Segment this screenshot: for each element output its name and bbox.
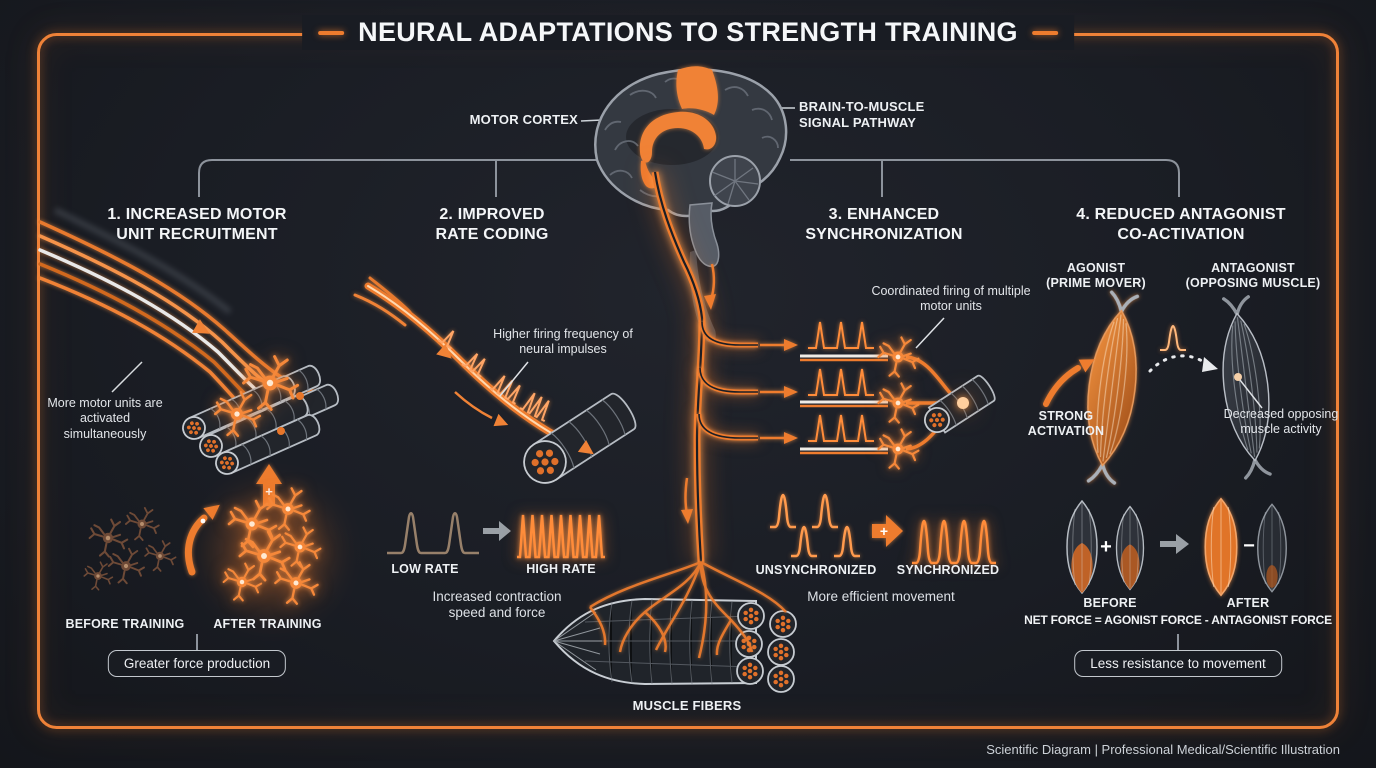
high-rate-label: HIGH RATE — [526, 562, 596, 576]
section2-caption: Increased contraction speed and force — [432, 589, 562, 621]
strong-activation-arrow — [1043, 352, 1099, 407]
page-title: NEURAL ADAPTATIONS TO STRENGTH TRAINING — [358, 17, 1018, 47]
nerve-branches — [589, 560, 787, 659]
nerve-arrow-icon — [493, 413, 511, 432]
row-arrows — [760, 339, 798, 444]
section4-callout: Less resistance to movement — [1074, 650, 1282, 677]
agonist-muscle — [1078, 290, 1146, 486]
section3-illustration: + — [760, 317, 999, 565]
convergence-point — [957, 397, 969, 409]
agonist-label: AGONIST(PRIME MOVER) — [1046, 261, 1146, 291]
before-label: BEFORE — [1083, 596, 1137, 610]
cerebellum-icon — [709, 155, 761, 207]
section1-callout: Greater force production — [107, 650, 287, 677]
section1-illustration: + — [38, 207, 342, 650]
before-training-neurons — [83, 506, 177, 591]
net-force-formula: NET FORCE = AGONIST FORCE - ANTAGONIST F… — [1024, 613, 1332, 627]
section2-illustration — [353, 276, 642, 559]
title-dash-left-icon — [318, 30, 345, 35]
brainstem-icon — [688, 202, 720, 268]
high-rate-spikes — [517, 514, 605, 559]
after-label: AFTER — [1226, 596, 1270, 610]
svg-text:−: − — [1243, 535, 1255, 557]
transition-arrow-icon — [483, 521, 511, 541]
signal-arc — [1148, 354, 1210, 373]
title-dash-right-icon — [1031, 30, 1058, 35]
downward-arrow — [681, 263, 716, 524]
pointer-dot — [1234, 373, 1242, 381]
after-muscle-pair: − — [1204, 497, 1287, 597]
section-bracket-lines — [198, 159, 1180, 197]
section2-annotation: Higher firing frequency of neural impuls… — [493, 327, 633, 357]
section4-illustration: + − — [1043, 290, 1287, 650]
annotation-pointer — [499, 361, 529, 397]
spinal-pathway — [651, 171, 758, 563]
improvement-arrow-icon — [185, 498, 225, 576]
section1-annotation: More motor units are activated simultane… — [47, 396, 163, 441]
motor-cortex-label: MOTOR CORTEX — [469, 112, 578, 127]
annotation-pointer — [915, 317, 945, 349]
before-muscle-pair: + — [1066, 500, 1145, 594]
row-spike-trains — [808, 321, 874, 442]
synchronized-spikes — [912, 519, 996, 565]
diagram-title-bar: NEURAL ADAPTATIONS TO STRENGTH TRAINING — [302, 15, 1074, 50]
row-axons — [800, 354, 888, 455]
svg-text:+: + — [1100, 536, 1112, 558]
plus-arrow-icon: + — [872, 515, 903, 547]
svg-text:+: + — [265, 484, 273, 499]
transition-arrow-icon — [1160, 534, 1189, 554]
pathway-label: BRAIN-TO-MUSCLE SIGNAL PATHWAY — [799, 99, 925, 130]
low-rate-label: LOW RATE — [391, 562, 459, 576]
signal-arc-arrowhead — [1202, 357, 1218, 372]
impulse-bursts — [437, 330, 550, 423]
fiber-cross-sections — [734, 601, 798, 694]
increase-arrow-icon: + — [256, 464, 282, 506]
section3-caption: More efficient movement — [807, 589, 955, 604]
small-spike — [1160, 324, 1186, 351]
antagonist-label: ANTAGONIST(OPPOSING MUSCLE) — [1185, 261, 1321, 291]
before-training-label: BEFORE TRAINING — [65, 617, 185, 631]
synchronized-label: SYNCHRONIZED — [896, 563, 1000, 577]
muscle-fibers-illustration — [552, 560, 798, 694]
svg-text:+: + — [880, 523, 888, 539]
footer-credit: Scientific Diagram | Professional Medica… — [986, 742, 1340, 757]
section3-annotation: Coordinated firing of multiple motor uni… — [871, 284, 1031, 314]
after-training-label: AFTER TRAINING — [213, 617, 322, 631]
brain-icon — [594, 66, 788, 343]
muscle-fibers-label: MUSCLE FIBERS — [632, 698, 742, 713]
annotation-pointer — [111, 361, 143, 393]
low-rate-spikes — [387, 512, 479, 555]
unsynchronized-label: UNSYNCHRONIZED — [755, 563, 877, 577]
unsynchronized-spikes — [770, 493, 860, 558]
decreased-activity-annotation: Decreased opposing muscle activity — [1223, 407, 1339, 437]
